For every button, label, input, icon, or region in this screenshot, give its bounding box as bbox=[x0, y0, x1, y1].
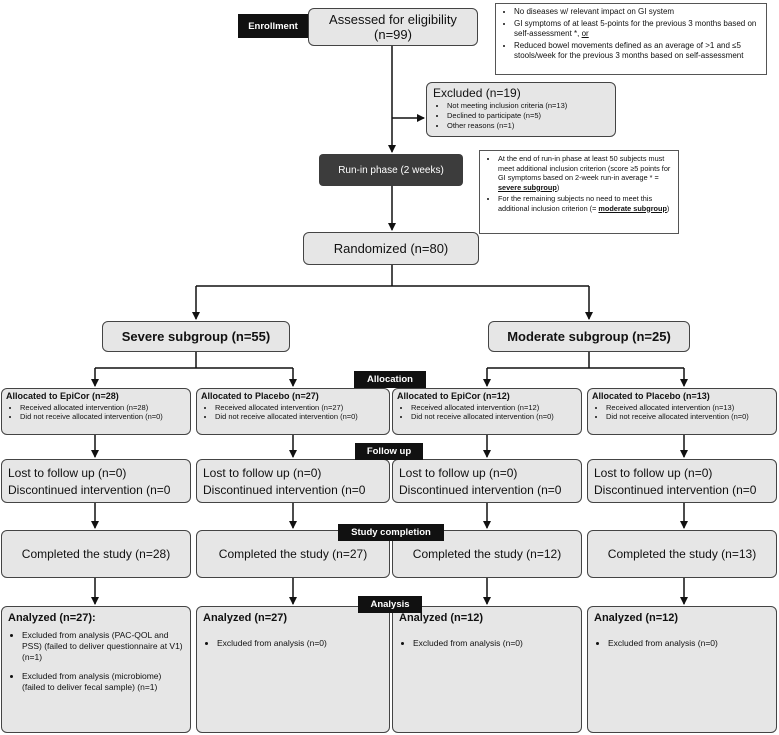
discontinued-text: Discontinued intervention (n=0 bbox=[8, 483, 171, 497]
eligibility-criteria-note: No diseases w/ relevant impact on GI sys… bbox=[495, 3, 767, 75]
analyzed-title: Analyzed (n=27) bbox=[203, 612, 288, 624]
followup-box-arm2: Lost to follow up (n=0) Discontinued int… bbox=[196, 459, 390, 503]
allocation-title: Allocated to Placebo (n=27) bbox=[201, 391, 319, 401]
discontinued-text: Discontinued intervention (n=0 bbox=[203, 483, 366, 497]
excluded-title: Excluded (n=19) bbox=[433, 86, 521, 100]
analysis-item: Excluded from analysis (microbiome) (fai… bbox=[22, 671, 184, 693]
criteria-item: No diseases w/ relevant impact on GI sys… bbox=[514, 7, 760, 17]
analysis-item: Excluded from analysis (PAC-QOL and PSS)… bbox=[22, 630, 184, 663]
runin-note-item: For the remaining subjects no need to me… bbox=[498, 194, 672, 213]
discontinued-text: Discontinued intervention (n=0 bbox=[399, 483, 562, 497]
allocation-item: Did not receive allocated intervention (… bbox=[606, 412, 772, 422]
runin-note-item: At the end of run-in phase at least 50 s… bbox=[498, 154, 672, 192]
excluded-item: Other reasons (n=1) bbox=[447, 121, 609, 131]
followup-box-arm3: Lost to follow up (n=0) Discontinued int… bbox=[392, 459, 582, 503]
lost-followup-text: Lost to follow up (n=0) bbox=[594, 466, 713, 480]
allocation-item: Received allocated intervention (n=12) bbox=[411, 403, 577, 413]
allocation-title: Allocated to Placebo (n=13) bbox=[592, 391, 710, 401]
followup-box-arm1: Lost to follow up (n=0) Discontinued int… bbox=[1, 459, 191, 503]
allocation-box-arm2: Allocated to Placebo (n=27) Received all… bbox=[196, 388, 390, 435]
stage-label-followup: Follow up bbox=[355, 443, 423, 460]
allocation-item: Received allocated intervention (n=27) bbox=[215, 403, 385, 413]
followup-box-arm4: Lost to follow up (n=0) Discontinued int… bbox=[587, 459, 777, 503]
allocation-item: Received allocated intervention (n=13) bbox=[606, 403, 772, 413]
moderate-subgroup-box: Moderate subgroup (n=25) bbox=[488, 321, 690, 352]
excluded-item: Declined to participate (n=5) bbox=[447, 111, 609, 121]
lost-followup-text: Lost to follow up (n=0) bbox=[203, 466, 322, 480]
analysis-box-arm3: Analyzed (n=12) Excluded from analysis (… bbox=[392, 606, 582, 733]
criteria-item: GI symptoms of at least 5-points for the… bbox=[514, 19, 760, 39]
enrollment-label: Enrollment bbox=[238, 14, 308, 38]
analyzed-title: Analyzed (n=12) bbox=[399, 612, 484, 624]
analysis-item: Excluded from analysis (n=0) bbox=[608, 638, 770, 649]
analysis-item: Excluded from analysis (n=0) bbox=[217, 638, 383, 649]
allocation-box-arm1: Allocated to EpiCor (n=28) Received allo… bbox=[1, 388, 191, 435]
allocation-item: Did not receive allocated intervention (… bbox=[215, 412, 385, 422]
analysis-item: Excluded from analysis (n=0) bbox=[413, 638, 575, 649]
stage-label-allocation: Allocation bbox=[354, 371, 426, 388]
allocation-box-arm3: Allocated to EpiCor (n=12) Received allo… bbox=[392, 388, 582, 435]
analyzed-title: Analyzed (n=27): bbox=[8, 612, 96, 624]
severe-subgroup-box: Severe subgroup (n=55) bbox=[102, 321, 290, 352]
allocation-item: Did not receive allocated intervention (… bbox=[411, 412, 577, 422]
analysis-box-arm1: Analyzed (n=27): Excluded from analysis … bbox=[1, 606, 191, 733]
stage-label-analysis: Analysis bbox=[358, 596, 422, 613]
allocation-box-arm4: Allocated to Placebo (n=13) Received all… bbox=[587, 388, 777, 435]
assessed-box: Assessed for eligibility (n=99) bbox=[308, 8, 478, 46]
discontinued-text: Discontinued intervention (n=0 bbox=[594, 483, 757, 497]
analysis-box-arm4: Analyzed (n=12) Excluded from analysis (… bbox=[587, 606, 777, 733]
completed-box-arm2: Completed the study (n=27) bbox=[196, 530, 390, 578]
allocation-item: Did not receive allocated intervention (… bbox=[20, 412, 186, 422]
allocation-title: Allocated to EpiCor (n=28) bbox=[6, 391, 119, 401]
excluded-item: Not meeting inclusion criteria (n=13) bbox=[447, 101, 609, 111]
criteria-item: Reduced bowel movements defined as an av… bbox=[514, 41, 760, 61]
runin-box: Run-in phase (2 weeks) bbox=[319, 154, 463, 186]
allocation-item: Received allocated intervention (n=28) bbox=[20, 403, 186, 413]
randomized-box: Randomized (n=80) bbox=[303, 232, 479, 265]
completed-box-arm4: Completed the study (n=13) bbox=[587, 530, 777, 578]
allocation-title: Allocated to EpiCor (n=12) bbox=[397, 391, 510, 401]
runin-note: At the end of run-in phase at least 50 s… bbox=[479, 150, 679, 234]
completed-box-arm1: Completed the study (n=28) bbox=[1, 530, 191, 578]
lost-followup-text: Lost to follow up (n=0) bbox=[399, 466, 518, 480]
excluded-box: Excluded (n=19) Not meeting inclusion cr… bbox=[426, 82, 616, 137]
analysis-box-arm2: Analyzed (n=27) Excluded from analysis (… bbox=[196, 606, 390, 733]
stage-label-completion: Study completion bbox=[338, 524, 444, 541]
lost-followup-text: Lost to follow up (n=0) bbox=[8, 466, 127, 480]
analyzed-title: Analyzed (n=12) bbox=[594, 612, 679, 624]
